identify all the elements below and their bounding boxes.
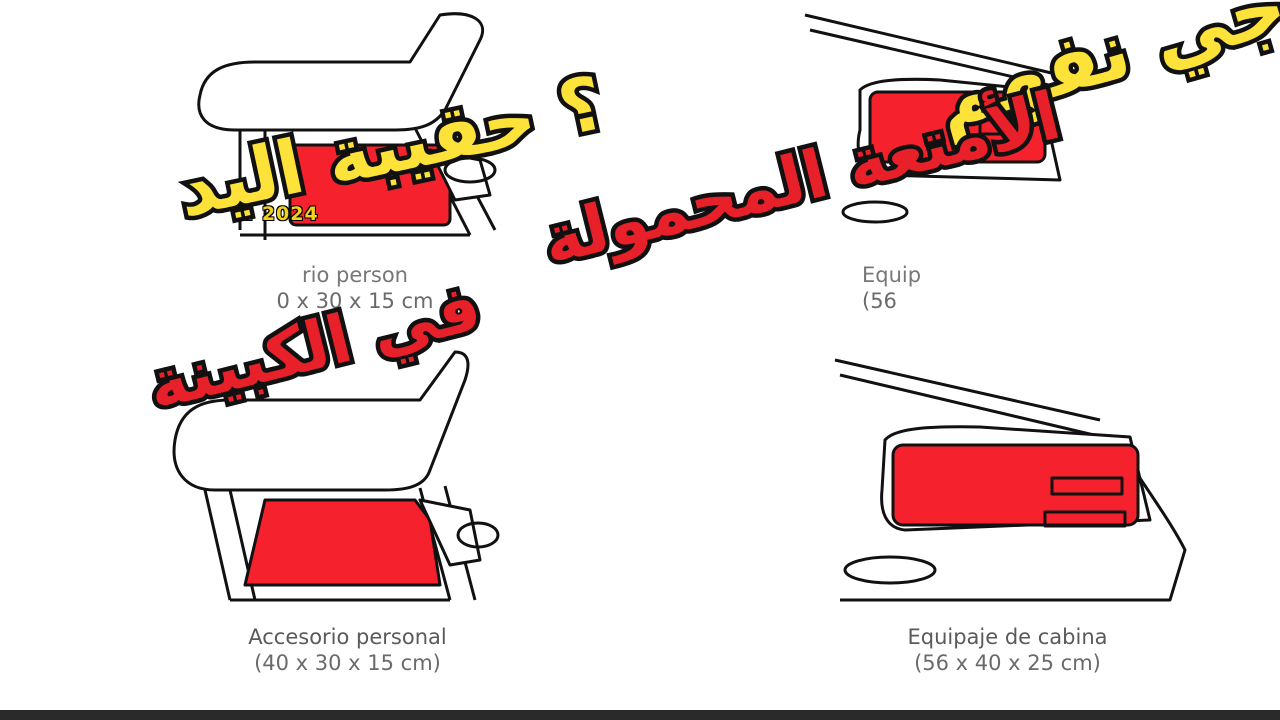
caption-bottom-left-dims: (40 x 30 x 15 cm)	[254, 651, 441, 675]
seat-illustration-top	[197, 12, 497, 240]
caption-top-right-dims: (56	[862, 289, 897, 313]
date-stamp: 2 2024	[240, 203, 319, 225]
cabin-bag-bottom	[891, 443, 1140, 527]
caption-bottom-right-name: Equipaje de cabina	[907, 625, 1108, 649]
caption-bottom-left-name: Accesorio personal	[248, 625, 447, 649]
seat-illustration-bottom	[172, 350, 500, 602]
caption-top-right-name: Equip	[862, 263, 922, 287]
caption-top-left: rio person 0 x 30 x 15 cm	[250, 262, 460, 314]
cabin-bag-top	[868, 90, 1047, 164]
caption-bottom-right-dims: (56 x 40 x 25 cm)	[914, 651, 1101, 675]
personal-bag-bottom	[243, 498, 442, 587]
caption-top-left-dims: 0 x 30 x 15 cm	[276, 289, 434, 313]
caption-bottom-left: Accesorio personal (40 x 30 x 15 cm)	[230, 624, 465, 676]
caption-top-right: Equip (56	[862, 262, 972, 314]
caption-top-left-name: rio person	[302, 263, 408, 287]
bin-illustration-bottom	[834, 358, 1187, 602]
bin-illustration-top	[804, 13, 1071, 224]
caption-bottom-right: Equipaje de cabina (56 x 40 x 25 cm)	[890, 624, 1125, 676]
bottom-bar	[0, 710, 1280, 720]
